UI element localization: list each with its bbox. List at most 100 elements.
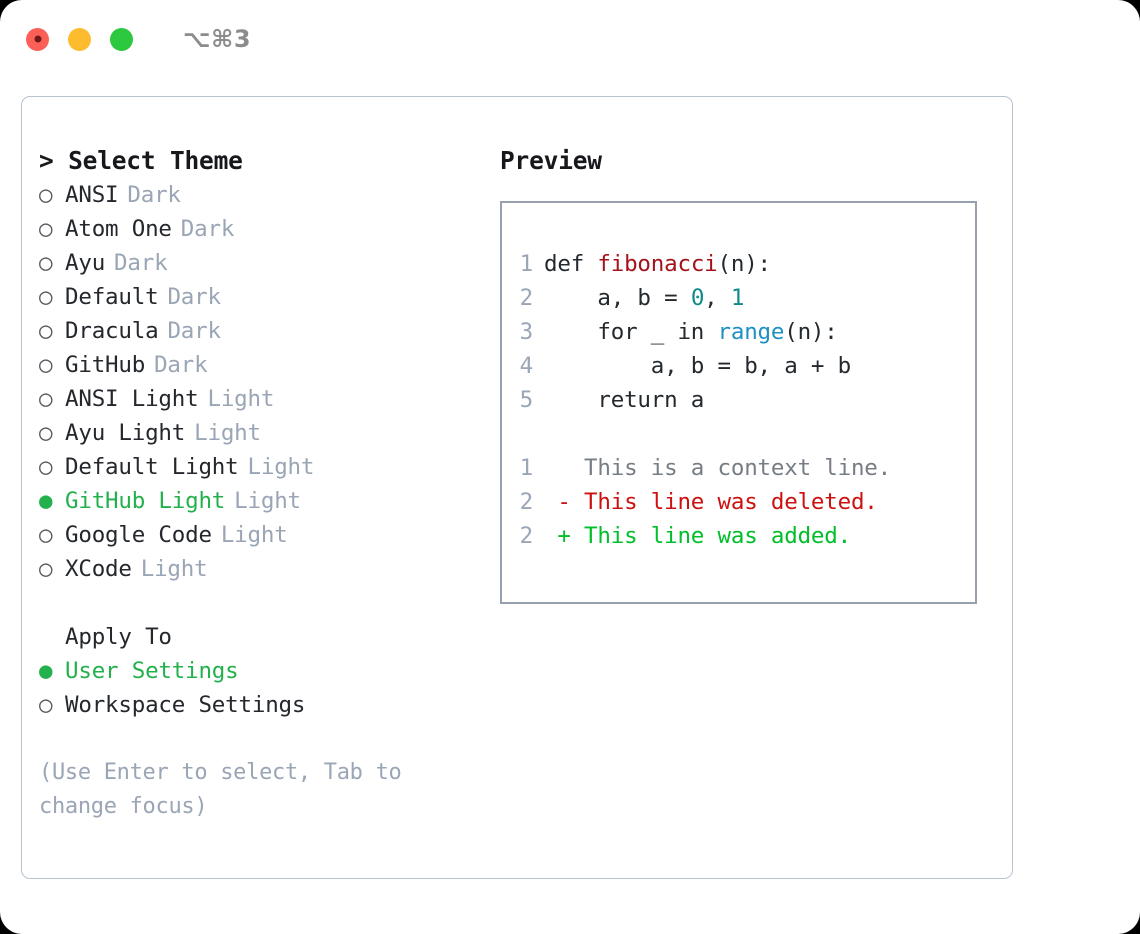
- apply-to-option-workspace-settings[interactable]: ○Workspace Settings: [39, 688, 499, 722]
- theme-option-label: XCode: [65, 556, 132, 582]
- theme-option-label: Dracula: [65, 318, 159, 344]
- line-content: This is a context line.: [544, 451, 891, 485]
- code-token: (n):: [717, 251, 772, 277]
- theme-option-kind: Light: [194, 420, 261, 446]
- theme-option-dracula[interactable]: ○ Dracula Dark: [39, 314, 499, 348]
- code-line: 1 def fibonacci(n):: [502, 247, 975, 281]
- keyboard-hint-text: (Use Enter to select, Tab to change focu…: [39, 760, 402, 819]
- theme-option-kind: Dark: [167, 318, 221, 344]
- close-window-icon[interactable]: [26, 27, 49, 51]
- diff-sample: 1 This is a context line. 2 - This line w…: [502, 451, 975, 553]
- theme-option-kind: Dark: [154, 352, 208, 378]
- theme-option-kind: Dark: [180, 216, 235, 242]
- apply-to-option-user-settings[interactable]: ● User Settings: [39, 654, 499, 688]
- theme-option-label: ANSI: [65, 182, 119, 208]
- code-token: 1: [730, 285, 745, 311]
- line-content: + This line was added.: [544, 519, 851, 553]
- radio-selected-icon: ●: [39, 488, 53, 514]
- theme-option-ansi[interactable]: ○ ANSI Dark: [39, 178, 499, 212]
- radio-selected-icon: ●: [39, 658, 53, 684]
- theme-option-label: Atom One: [65, 216, 172, 242]
- code-token: fibonacci: [597, 251, 718, 277]
- radio-unselected-icon: ○: [39, 454, 53, 480]
- apply-to-option-list: ● User Settings ○Workspace Settings: [39, 654, 499, 722]
- code-line: 3 for _ in range(n):: [502, 315, 975, 349]
- preview-heading: Preview: [500, 146, 602, 175]
- theme-option-ayu[interactable]: ○ Ayu Dark: [39, 246, 499, 280]
- line-content: a, b = b, a + b: [544, 349, 851, 383]
- theme-option-kind: Dark: [114, 250, 168, 276]
- line-number: 1: [519, 455, 534, 481]
- theme-option-label: Default Light: [65, 454, 239, 480]
- minimize-window-icon[interactable]: [68, 27, 91, 51]
- radio-unselected-icon: ○: [39, 352, 53, 378]
- theme-option-label: GitHub: [65, 352, 146, 378]
- line-content: return a: [544, 383, 704, 417]
- code-token: This is a context line.: [544, 455, 891, 481]
- maximize-window-icon[interactable]: [110, 27, 133, 51]
- apply-to-option-label: Workspace Settings: [65, 692, 306, 718]
- line-content: for _ in range(n):: [544, 315, 838, 349]
- radio-unselected-icon: ○: [39, 250, 53, 276]
- theme-option-ayu-light[interactable]: ○ Ayu Light Light: [39, 416, 499, 450]
- theme-option-kind: Light: [234, 488, 301, 514]
- line-content: - This line was deleted.: [544, 485, 878, 519]
- line-content: def fibonacci(n):: [544, 247, 771, 281]
- code-token: range: [717, 319, 785, 345]
- apply-to-option-label: User Settings: [65, 658, 239, 684]
- radio-unselected-icon: ○: [39, 182, 53, 208]
- radio-unselected-icon: ○: [39, 420, 53, 446]
- theme-option-github-light[interactable]: ● GitHub Light Light: [39, 484, 499, 518]
- theme-option-kind: Dark: [167, 284, 221, 310]
- code-token: a, b = b, a + b: [544, 353, 851, 379]
- theme-option-label: Ayu Light: [65, 420, 186, 446]
- code-token: + This line was added.: [544, 523, 851, 549]
- traffic-lights: [26, 27, 133, 51]
- theme-option-atom-one[interactable]: ○ Atom One Dark: [39, 212, 499, 246]
- radio-unselected-icon: ○: [39, 386, 53, 412]
- theme-option-kind: Light: [140, 556, 208, 582]
- theme-option-kind: Light: [207, 386, 275, 412]
- code-token: (n):: [784, 319, 838, 345]
- line-number: 5: [519, 387, 534, 413]
- line-number: 2: [519, 489, 534, 515]
- select-theme-heading: > Select Theme: [39, 146, 243, 175]
- apply-to-section: Apply To ● User Settings ○Workspace Settin…: [39, 620, 499, 722]
- diff-line: 2 + This line was added.: [502, 519, 975, 553]
- theme-option-label: GitHub Light: [65, 488, 226, 514]
- code-token: return a: [544, 387, 705, 413]
- code-token: def: [544, 251, 598, 277]
- code-spacer: [502, 417, 975, 451]
- line-number: 3: [519, 319, 534, 345]
- radio-unselected-icon: ○: [39, 318, 53, 344]
- line-number: 1: [519, 251, 534, 277]
- radio-unselected-icon: ○: [39, 522, 53, 548]
- line-number: 2: [519, 285, 534, 311]
- apply-to-heading: Apply To: [65, 624, 172, 650]
- line-number: 4: [519, 353, 534, 379]
- theme-option-github[interactable]: ○ GitHub Dark: [39, 348, 499, 382]
- theme-option-xcode[interactable]: ○ XCode Light: [39, 552, 499, 586]
- line-number: 2: [519, 523, 534, 549]
- diff-line: 1 This is a context line.: [502, 451, 975, 485]
- keyboard-shortcut-label: ⌥⌘3: [183, 25, 252, 53]
- theme-option-label: Ayu: [65, 250, 106, 276]
- line-content: a, b = 0, 1: [544, 281, 744, 315]
- code-line: 5 return a: [502, 383, 975, 417]
- theme-option-label: Google Code: [65, 522, 212, 548]
- radio-unselected-icon: ○: [39, 556, 53, 582]
- code-token: - This line was deleted.: [544, 489, 878, 515]
- radio-unselected-icon: ○: [39, 216, 53, 242]
- code-line: 4 a, b = b, a + b: [502, 349, 975, 383]
- theme-option-kind: Dark: [127, 182, 181, 208]
